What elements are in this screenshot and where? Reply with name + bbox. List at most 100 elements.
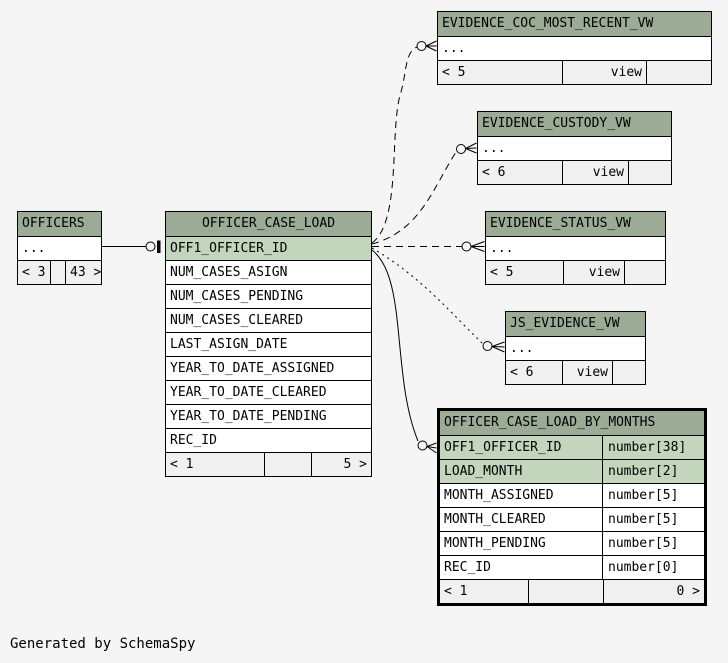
column-type: number[5]: [602, 532, 704, 555]
table-footer: < 1 0 >: [440, 579, 704, 603]
odot-endpoint-icon: [416, 41, 427, 51]
related-count-right: [528, 580, 603, 603]
column-row: REC_ID number[0]: [440, 555, 704, 579]
crow-foot-icon: [426, 442, 437, 447]
column-name: NUM_CASES_CLEARED: [170, 313, 304, 328]
column-row: ...: [486, 236, 665, 260]
column-type: number[5]: [602, 484, 704, 507]
related-count-right: [50, 261, 65, 284]
column-type: number[2]: [602, 460, 704, 483]
column-name: YEAR_TO_DATE_ASSIGNED: [170, 361, 335, 376]
column-row: MONTH_ASSIGNED number[5]: [440, 483, 704, 507]
related-count-right: 43 >: [65, 261, 101, 284]
crow-foot-icon: [426, 446, 437, 454]
related-count-left: < 5: [490, 265, 514, 280]
related-count-left: < 5: [442, 65, 466, 80]
table-evidence_coc_most_recent_vw[interactable]: EVIDENCE_COC_MOST_RECENT_VW... < 5 view: [437, 11, 712, 85]
crow-foot-icon: [465, 147, 477, 149]
view-link[interactable]: view: [562, 361, 612, 384]
column-name: MONTH_ASSIGNED: [444, 488, 554, 503]
table-officers[interactable]: OFFICERS... < 3 43 >: [17, 211, 102, 285]
view-link[interactable]: view: [562, 161, 628, 184]
crow-foot-icon: [491, 346, 505, 353]
related-count-left: < 1: [170, 457, 194, 472]
column-row: YEAR_TO_DATE_PENDING: [166, 404, 371, 428]
column-name: LAST_ASIGN_DATE: [170, 337, 288, 352]
column-name: MONTH_CLEARED: [444, 512, 546, 527]
relationship-edge: [371, 46, 418, 244]
table-title[interactable]: OFFICER_CASE_LOAD: [166, 212, 371, 236]
table-footer: < 5 view: [438, 60, 711, 84]
table-footer: < 3 43 >: [18, 260, 101, 284]
column-row: NUM_CASES_CLEARED: [166, 308, 371, 332]
table-title[interactable]: EVIDENCE_STATUS_VW: [486, 212, 665, 236]
crow-foot-icon: [465, 142, 477, 149]
odot-endpoint-icon: [482, 341, 493, 351]
table-officer_case_load_by_months[interactable]: OFFICER_CASE_LOAD_BY_MONTHS OFF1_OFFICER_…: [437, 408, 707, 606]
column-name: OFF1_OFFICER_ID: [444, 440, 562, 455]
crow-foot-icon: [491, 346, 505, 348]
related-count-right: [624, 261, 665, 284]
crow-foot-icon: [425, 40, 437, 47]
generator-note: Generated by SchemaSpy: [10, 636, 196, 652]
column-row: ...: [478, 136, 671, 160]
column-row: YEAR_TO_DATE_CLEARED: [166, 380, 371, 404]
crow-foot-icon: [465, 148, 477, 154]
related-count-left: < 6: [510, 365, 534, 380]
crow-foot-icon: [470, 246, 485, 252]
column-row: LAST_ASIGN_DATE: [166, 332, 371, 356]
relationship-edge: [371, 151, 457, 245]
column-row: LOAD_MONTH number[2]: [440, 459, 704, 483]
table-title[interactable]: EVIDENCE_CUSTODY_VW: [478, 112, 671, 136]
table-title[interactable]: OFFICER_CASE_LOAD_BY_MONTHS: [440, 411, 704, 435]
column-row: ...: [506, 336, 645, 360]
table-footer: < 6 view: [478, 160, 671, 184]
table-js_evidence_vw[interactable]: JS_EVIDENCE_VW... < 6 view: [505, 311, 646, 385]
table-title[interactable]: JS_EVIDENCE_VW: [506, 312, 645, 336]
crow-foot-icon: [470, 241, 485, 247]
column-row: MONTH_PENDING number[5]: [440, 531, 704, 555]
related-count-right: 0 >: [603, 580, 704, 603]
column-name: MONTH_PENDING: [444, 536, 546, 551]
table-evidence_custody_vw[interactable]: EVIDENCE_CUSTODY_VW... < 6 view: [477, 111, 672, 185]
column-name: REC_ID: [444, 560, 491, 575]
column-name: ...: [510, 341, 534, 356]
crow-foot-icon: [426, 446, 437, 449]
relationship-edge: [371, 247, 484, 345]
column-type: number[38]: [602, 436, 704, 459]
column-row: NUM_CASES_ASIGN: [166, 260, 371, 284]
column-name: NUM_CASES_PENDING: [170, 289, 304, 304]
table-title[interactable]: OFFICERS: [18, 212, 101, 236]
column-name: LOAD_MONTH: [444, 464, 523, 479]
odot-endpoint-icon: [417, 440, 428, 451]
related-count-right: [646, 61, 711, 84]
related-count-right: [612, 361, 645, 384]
table-footer: < 5 view: [486, 260, 665, 284]
table-footer: < 1 5 >: [166, 452, 371, 476]
fk-bar-icon: [157, 240, 161, 253]
column-row: OFF1_OFFICER_ID: [166, 236, 371, 260]
table-evidence_status_vw[interactable]: EVIDENCE_STATUS_VW... < 5 view: [485, 211, 666, 285]
column-name: YEAR_TO_DATE_PENDING: [170, 409, 327, 424]
table-footer: < 6 view: [506, 360, 645, 384]
view-link[interactable]: view: [563, 261, 624, 284]
table-officer_case_load[interactable]: OFFICER_CASE_LOAD OFF1_OFFICER_ID NUM_CASE…: [165, 211, 372, 477]
related-count-right: [628, 161, 671, 184]
relationship-edge: [371, 249, 419, 442]
related-count-left: < 3: [22, 265, 46, 280]
related-count-right: [264, 453, 311, 476]
view-link[interactable]: view: [562, 61, 646, 84]
odot-endpoint-icon: [145, 241, 156, 252]
related-count-right: 5 >: [311, 453, 371, 476]
column-row: ...: [18, 236, 101, 260]
column-row: ...: [438, 36, 711, 60]
column-row: NUM_CASES_PENDING: [166, 284, 371, 308]
odot-endpoint-icon: [456, 144, 466, 154]
column-type: number[0]: [602, 556, 704, 579]
table-title[interactable]: EVIDENCE_COC_MOST_RECENT_VW: [438, 12, 711, 36]
column-name: OFF1_OFFICER_ID: [170, 241, 288, 256]
related-count-left: < 6: [482, 165, 506, 180]
column-name: NUM_CASES_ASIGN: [170, 265, 288, 280]
related-count-left: < 1: [444, 584, 468, 599]
